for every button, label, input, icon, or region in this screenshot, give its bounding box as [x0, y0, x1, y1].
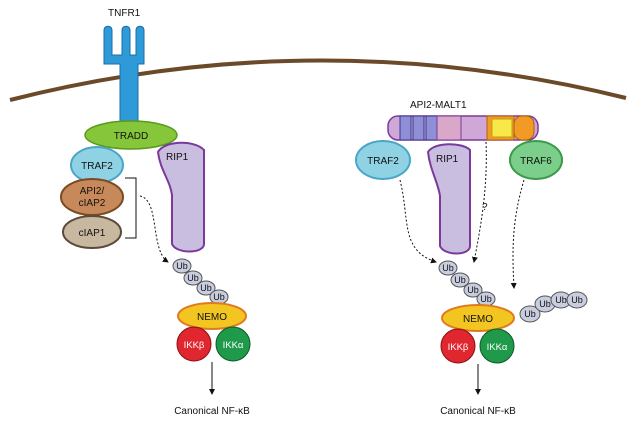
tnfr1-label: TNFR1	[108, 8, 141, 19]
tradd-label: TRADD	[114, 131, 148, 142]
ub-left-2-label: Ub	[187, 273, 199, 283]
ub-right-2	[450, 272, 470, 288]
arrow-traf2-to-ub	[399, 179, 437, 264]
api2-malt1-fusion	[387, 115, 539, 141]
ciap1	[62, 215, 122, 249]
tradd	[84, 120, 178, 150]
traf6	[509, 140, 563, 180]
ub-chain-rip1-right: Ub Ub Ub Ub	[438, 260, 496, 307]
ubiquitination-arrow-left	[139, 195, 169, 263]
ub-right-2-label: Ub	[454, 275, 466, 285]
ikka-left	[215, 326, 251, 362]
ub-right-1-label: Ub	[442, 263, 454, 273]
ub-chain-nemo: Ub Ub Ub Ub	[519, 291, 588, 323]
ikkb-left	[176, 326, 212, 362]
api2-ciap2	[60, 178, 124, 216]
traf6-label: TRAF6	[520, 156, 552, 167]
ikkb-right-label: IKKβ	[448, 342, 469, 353]
api2-malt1-label: API2-MALT1	[410, 100, 467, 111]
ub-left-3	[196, 280, 216, 296]
ikka-left-label: IKKα	[223, 340, 244, 351]
nfkb-right-label: Canonical NF-κB	[440, 406, 516, 417]
nemo-right	[441, 304, 515, 332]
fusion-yellow-segment	[491, 118, 513, 138]
ikkb-right	[440, 328, 476, 364]
arrow-fusion-to-ub	[471, 141, 487, 263]
nemo-left	[177, 302, 247, 330]
ciap1-label: cIAP1	[79, 228, 106, 239]
rip1-right	[426, 143, 471, 255]
bir-domain-1	[399, 115, 412, 141]
bracket	[125, 177, 137, 239]
ub-nemo-2-label: Ub	[539, 299, 551, 309]
ikkb-left-label: IKKβ	[184, 340, 205, 351]
bir-domain-3	[425, 115, 438, 141]
ub-nemo-3-label: Ub	[555, 295, 567, 305]
ub-left-1	[172, 258, 192, 274]
fusion-pink-segment	[436, 115, 462, 141]
ub-left-4-label: Ub	[213, 292, 225, 302]
nfkb-left-label: Canonical NF-κB	[174, 406, 250, 417]
ub-nemo-1-label: Ub	[524, 309, 536, 319]
cell-membrane	[9, 58, 627, 102]
nemo-right-label: NEMO	[463, 314, 493, 325]
rip1-left	[156, 141, 205, 253]
fusion-orange-tail	[513, 115, 535, 141]
tnfr1-receptor	[103, 25, 145, 123]
ub-right-4-label: Ub	[480, 294, 492, 304]
bir-domain-2	[412, 115, 425, 141]
ub-chain-left: Ub Ub Ub Ub	[172, 258, 229, 305]
nemo-left-label: NEMO	[197, 312, 227, 323]
arrow-traf6-to-ub	[510, 179, 525, 289]
traf2-right	[355, 140, 411, 180]
api2-label-line2: cIAP2	[79, 198, 106, 209]
ub-right-3	[463, 282, 483, 298]
ub-right-1	[438, 260, 458, 276]
ikka-right	[479, 328, 515, 364]
ub-left-1-label: Ub	[176, 261, 188, 271]
traf2-left-label: TRAF2	[81, 161, 113, 172]
ub-left-2	[183, 270, 203, 286]
rip1-left-label: RIP1	[166, 152, 189, 163]
ub-nemo-1	[519, 305, 541, 323]
ikka-right-label: IKKα	[487, 342, 508, 353]
unknown-mechanism-label: ?	[482, 202, 488, 213]
api2-label-line1: API2/	[80, 186, 105, 197]
ub-right-3-label: Ub	[467, 285, 479, 295]
traf2-right-label: TRAF2	[367, 156, 399, 167]
ub-nemo-4	[566, 291, 588, 309]
ub-left-3-label: Ub	[200, 283, 212, 293]
ub-nemo-4-label: Ub	[571, 295, 583, 305]
rip1-right-label: RIP1	[436, 154, 459, 165]
